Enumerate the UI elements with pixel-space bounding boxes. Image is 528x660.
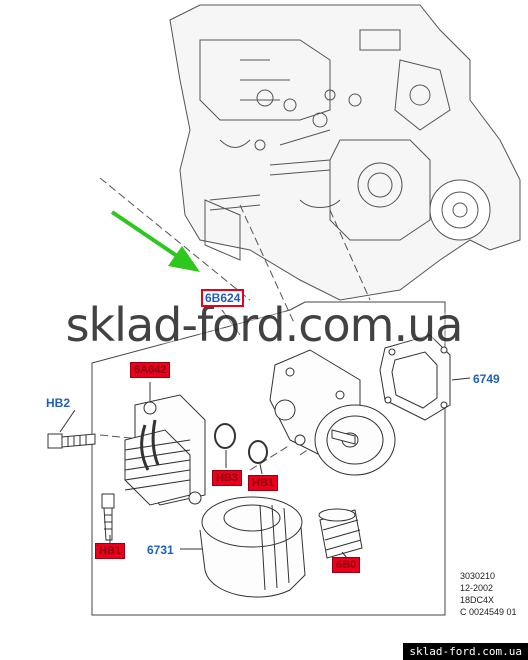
part-label-6a642: 6A642 xyxy=(130,362,171,378)
bolt-bottom xyxy=(101,493,115,541)
info-line: C 0024549 01 xyxy=(460,607,517,617)
label-leaders xyxy=(59,309,471,559)
part-label-o-ring-left: HB3 xyxy=(212,470,243,486)
part-label-o-ring-right: HB1 xyxy=(248,475,279,491)
gasket xyxy=(379,334,451,421)
green-pointer-arrow xyxy=(110,210,200,272)
threaded-adapter xyxy=(318,508,363,559)
o-ring-left xyxy=(214,423,236,449)
engine-block xyxy=(169,4,521,301)
watermark-text: sklad-ford.com.ua xyxy=(65,298,464,352)
part-label-threaded-adapter: 6B0 xyxy=(332,557,361,573)
oil-cooler xyxy=(124,394,206,506)
footer-url: sklad-ford.com.ua xyxy=(403,643,528,660)
info-line: 12-2002 xyxy=(460,583,494,593)
part-label-cooler-bolt: HB1 xyxy=(95,543,126,559)
bolt-left xyxy=(47,433,96,449)
drawing-info-block: 3030210 12-2002 18DC4X C 0024549 01 xyxy=(460,570,517,618)
part-label-6b624: 6B624 xyxy=(201,289,245,307)
part-label-6749: 6749 xyxy=(473,372,500,386)
panel-frame xyxy=(91,301,446,616)
o-ring-right xyxy=(248,440,268,464)
info-line: 3030210 xyxy=(460,571,496,581)
part-label-hb2: HB2 xyxy=(46,396,71,410)
part-label-6731: 6731 xyxy=(147,543,174,557)
info-line: 18DC4X xyxy=(460,595,495,605)
oil-filter xyxy=(199,496,306,598)
filter-housing xyxy=(269,349,396,476)
